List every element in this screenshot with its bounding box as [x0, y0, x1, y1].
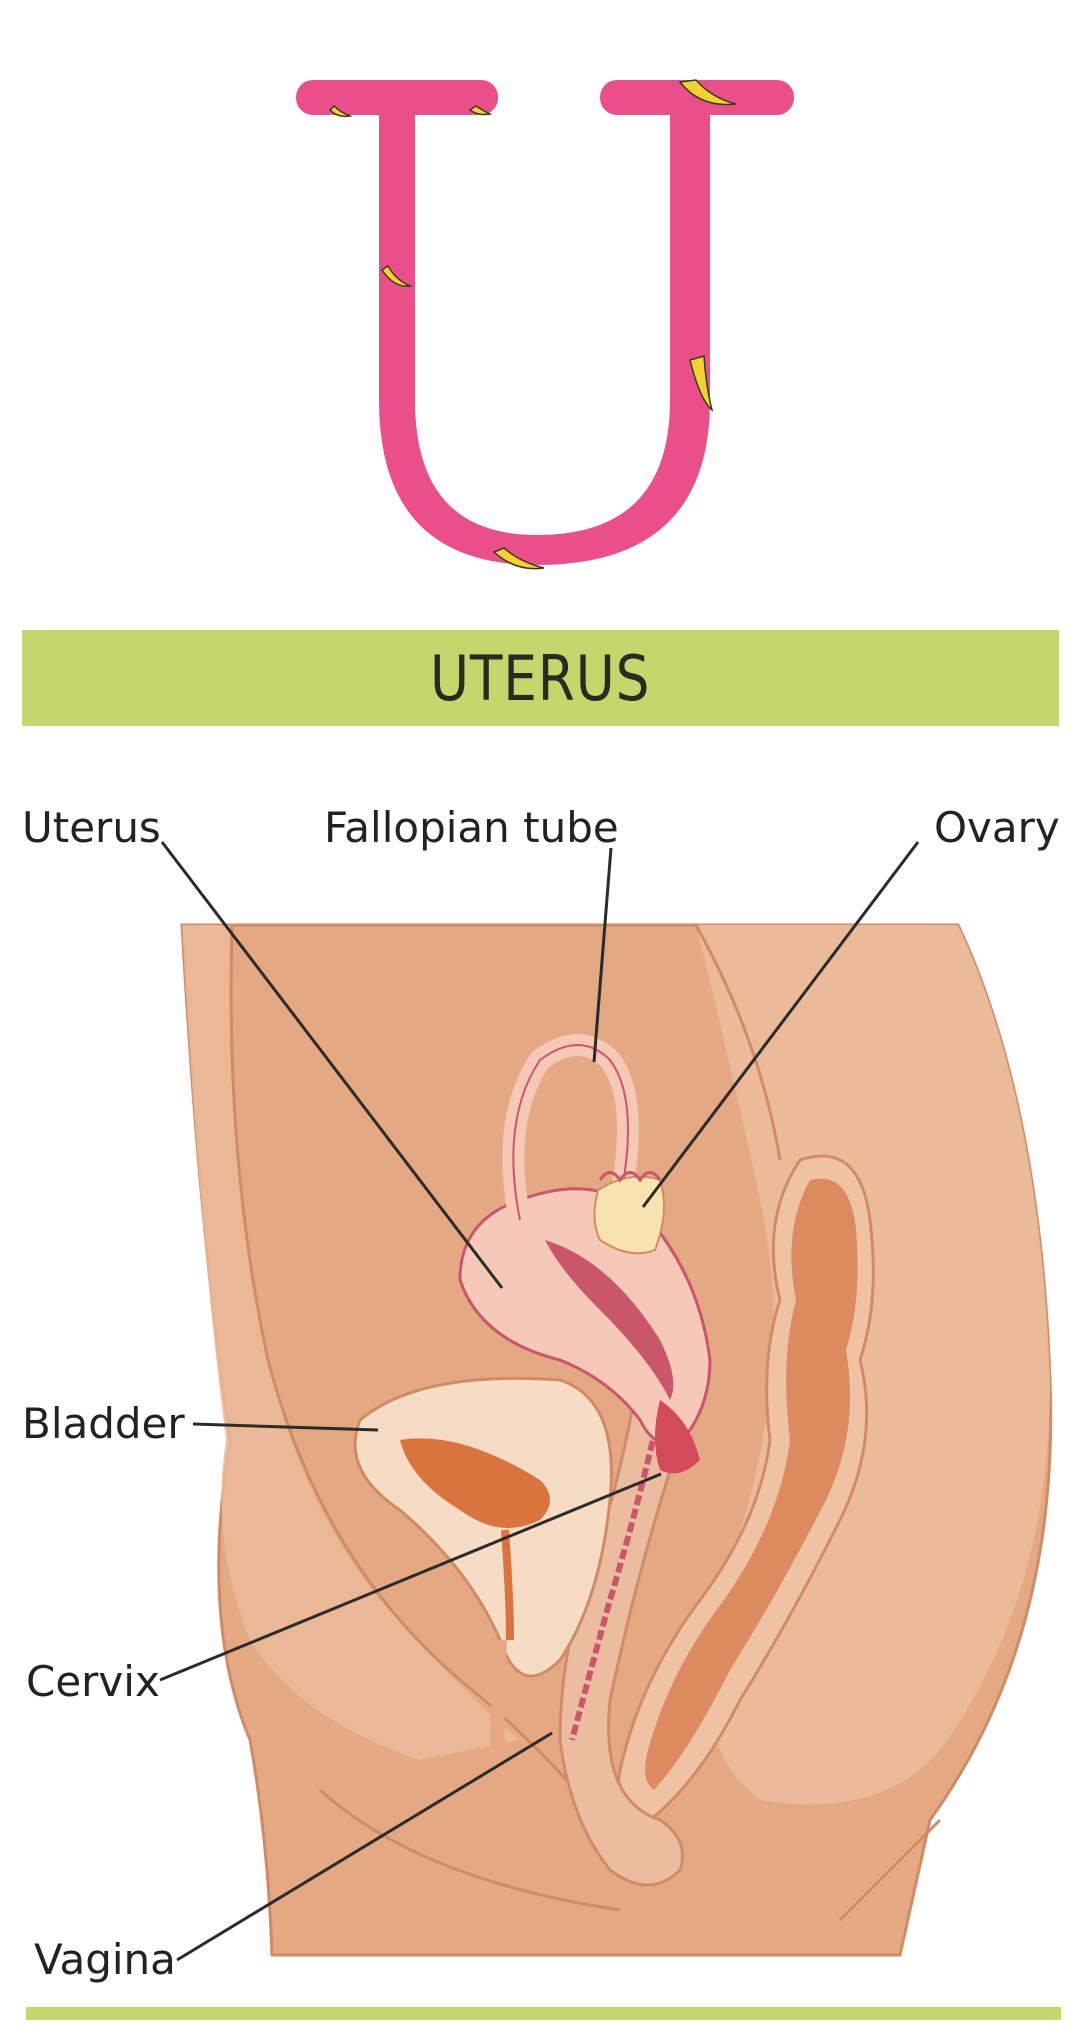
letter-u-shape	[296, 80, 794, 565]
label-bladder: Bladder	[22, 1399, 185, 1448]
fallopian-tube	[502, 1034, 639, 1223]
letter-u-graphic	[0, 0, 1080, 590]
leader-bladder	[192, 1422, 379, 1432]
label-fallopian-tube: Fallopian tube	[324, 803, 619, 852]
label-cervix: Cervix	[26, 1657, 160, 1706]
leader-fallopian-tube	[592, 847, 613, 1063]
banana-icon	[328, 79, 737, 570]
uterus-anatomy-diagram: Uterus Fallopian tube Ovary Bladder Cerv…	[0, 740, 1080, 2000]
ovary	[593, 1171, 665, 1255]
leader-uterus	[160, 841, 504, 1289]
leader-cervix	[159, 1472, 662, 1682]
label-ovary: Ovary	[934, 803, 1060, 852]
title-bar: UTERUS	[22, 630, 1059, 726]
page-title: UTERUS	[430, 641, 651, 715]
leader-ovary	[641, 841, 920, 1208]
label-vagina: Vagina	[34, 1935, 176, 1984]
bottom-rule	[26, 2007, 1061, 2020]
bladder	[353, 1376, 613, 1781]
leader-vagina	[176, 1731, 553, 1962]
label-uterus: Uterus	[22, 803, 161, 852]
